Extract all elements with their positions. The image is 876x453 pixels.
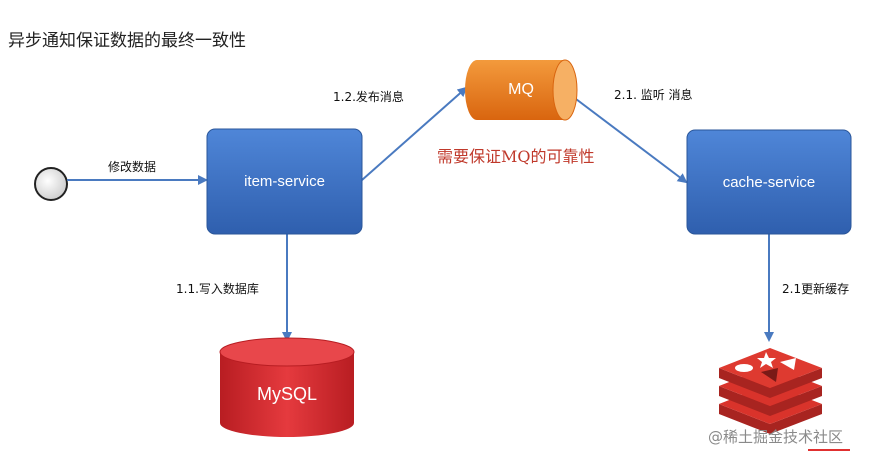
start-node <box>34 167 68 201</box>
cache-service-box <box>686 129 852 235</box>
arrow-publish <box>361 86 468 181</box>
publish-label: 1.2.发布消息 <box>333 90 404 104</box>
page-title: 异步通知保证数据的最终一致性 <box>8 31 246 51</box>
listen-label: 2.1. 监听 消息 <box>614 88 693 102</box>
update-cache-label: 2.1更新缓存 <box>782 282 850 296</box>
cache-service-label: cache-service <box>722 173 816 191</box>
modify-data-label: 修改数据 <box>108 160 157 174</box>
mq-label: MQ <box>508 81 534 98</box>
arrow-listen <box>571 95 688 184</box>
mysql-label: MySQL <box>256 383 317 404</box>
redis-icon <box>719 348 822 434</box>
item-service-box <box>206 128 363 235</box>
mysql-database <box>219 337 355 437</box>
watermark: @稀土掘金技术社区 <box>708 428 844 446</box>
mq-queue <box>465 59 578 121</box>
write-db-label: 1.1.写入数据库 <box>176 282 259 296</box>
mq-reliability-note: 需要保证MQ的可靠性 <box>437 147 595 166</box>
watermark-underline <box>808 449 850 451</box>
item-service-label: item-service <box>244 173 325 190</box>
